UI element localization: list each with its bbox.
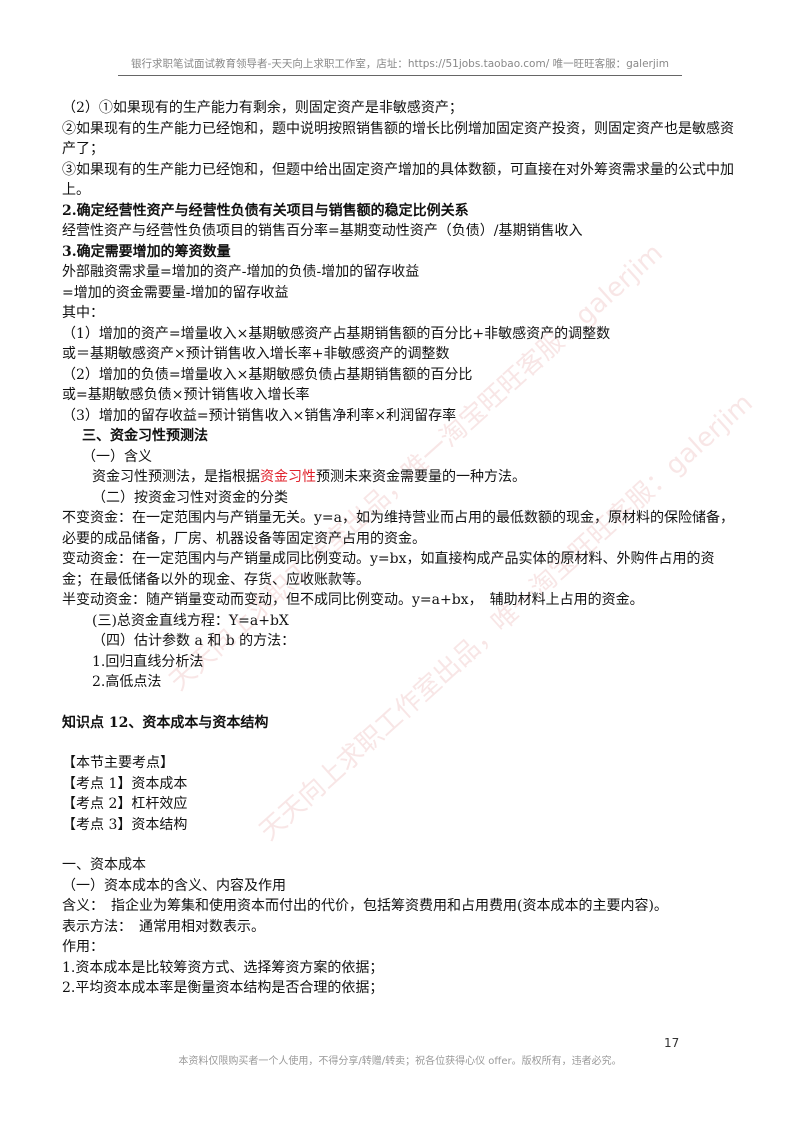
numbered-heading: 3.确定需要增加的筹资数量 — [62, 243, 231, 260]
formula-line: 或=基期敏感负债×预计销售收入增长率 — [62, 387, 310, 403]
highlighted-term: 资金习性 — [260, 469, 316, 485]
text-line: 作用： — [62, 939, 104, 955]
page-footer: 本资料仅限购买者一个人使用，不得分享/转赠/转卖；祝各位获得心仪 offer。版… — [178, 1056, 622, 1067]
list-item: 【考点 1】资本成本 — [62, 775, 188, 792]
subsection-heading: （二）按资金习性对资金的分类 — [92, 489, 288, 506]
subsection-heading: （一）资本成本的含义、内容及作用 — [62, 877, 286, 894]
formula-line: =增加的资金需要量-增加的留存收益 — [62, 284, 289, 301]
subsection-heading: （一）含义 — [82, 448, 152, 465]
formula-line: （1）增加的资产=增量收入×基期敏感资产占基期销售额的百分比+非敏感资产的调整数 — [62, 325, 611, 342]
text-line: 变动资金：在一定范围内与产销量成同比例变动。y=bx，如直接构成产品实体的原材料… — [62, 551, 715, 588]
text-line: 表示方法： 通常用相对数表示。 — [62, 918, 265, 935]
text-line: ②如果现有的生产能力已经饱和，题中说明按照销售额的增长比例增加固定资产投资，则固… — [62, 120, 734, 158]
formula-line: 外部融资需求量=增加的资产-增加的负债-增加的留存收益 — [62, 264, 420, 280]
formula-line: （3）增加的留存收益=预计销售收入×销售净利率×利润留存率 — [62, 407, 457, 424]
subsection-heading: （四）估计参数 a 和 b 的方法： — [92, 633, 296, 649]
knowledge-point-heading: 知识点 12、资本成本与资本结构 — [62, 714, 269, 731]
text-line: 【本节主要考点】 — [62, 755, 174, 771]
list-item: 1.资本成本是比较筹资方式、选择筹资方案的依据； — [62, 959, 384, 976]
list-item: 2.平均资本成本率是衡量资本结构是否合理的依据； — [62, 980, 384, 996]
page-number: 17 — [664, 1036, 680, 1050]
formula-line: 或＝基期敏感资产×预计销售收入增长率+非敏感资产的调整数 — [62, 346, 450, 362]
text-span: 资金习性预测法，是指根据 — [92, 469, 260, 485]
text-line: 含义： 指企业为筹集和使用资本而付出的代价，包括筹资费用和占用费用(资本成本的主… — [62, 898, 668, 914]
subsection-heading: (三)总资金直线方程：Y=a+bX — [92, 612, 289, 629]
list-item: 【考点 2】杠杆效应 — [62, 796, 188, 812]
text-line: 其中： — [62, 305, 104, 321]
page-header: 银行求职笔试面试教育领导者-天天向上求职工作室，店址：https://51job… — [118, 56, 682, 76]
text-line: 经营性资产与经营性负债项目的销售百分率=基期变动性资产（负债）/基期销售收入 — [62, 223, 583, 239]
list-item: 2.高低点法 — [92, 674, 162, 690]
section-heading: 一、资本成本 — [62, 857, 146, 873]
text-line: ③如果现有的生产能力已经饱和，但题中给出固定资产增加的具体数额，可直接在对外筹资… — [62, 161, 734, 199]
formula-line: （2）增加的负债=增量收入×基期敏感负债占基期销售额的百分比 — [62, 366, 473, 383]
text-line: 半变动资金：随产销量变动而变动，但不成同比例变动。y=a+bx， 辅助材料上占用… — [62, 592, 644, 608]
text-line: 资金习性预测法，是指根据资金习性预测未来资金需要量的一种方法。 — [62, 467, 738, 488]
list-item: 【考点 3】资本结构 — [62, 816, 188, 833]
text-span: 预测未来资金需要量的一种方法。 — [316, 469, 526, 485]
numbered-heading: 2.确定经营性资产与经营性负债有关项目与销售额的稳定比例关系 — [62, 202, 469, 219]
document-body: （2）①如果现有的生产能力有剩余，则固定资产是非敏感资产； ②如果现有的生产能力… — [62, 98, 738, 999]
section-heading: 三、资金习性预测法 — [82, 428, 208, 444]
text-line: （2）①如果现有的生产能力有剩余，则固定资产是非敏感资产； — [62, 100, 463, 116]
list-item: 1.回归直线分析法 — [92, 653, 204, 670]
text-line: 不变资金：在一定范围内与产销量无关。y=a，如为维持营业而占用的最低数额的现金，… — [62, 510, 734, 547]
